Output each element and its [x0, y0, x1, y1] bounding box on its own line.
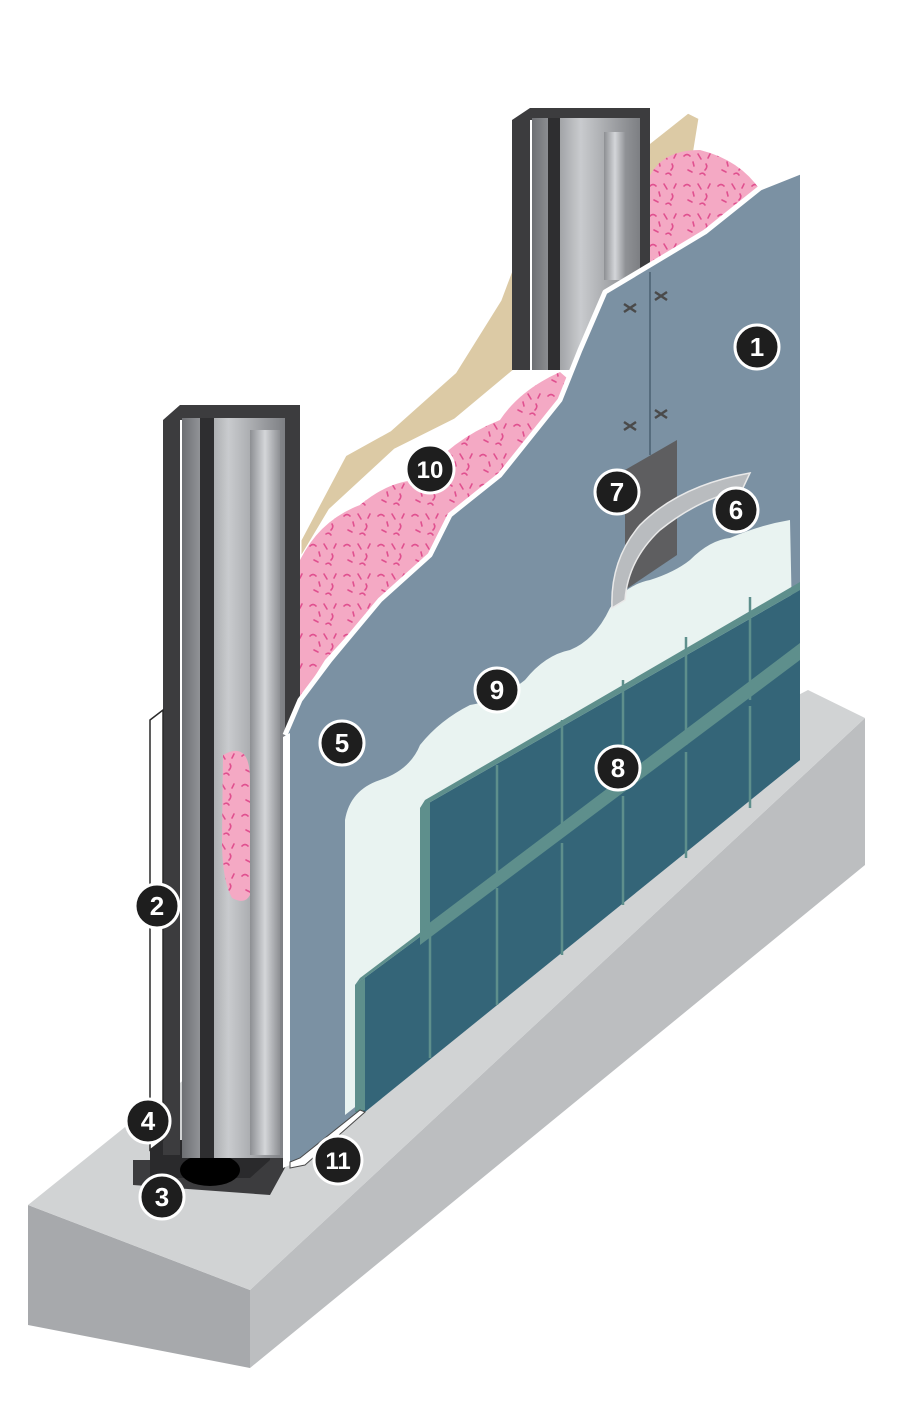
- callout-8: 8: [594, 744, 642, 792]
- callout-6-label: 6: [729, 495, 743, 525]
- callout-4: 4: [124, 1097, 172, 1145]
- callout-7: 7: [593, 468, 641, 516]
- steel-stud-front: [149, 405, 300, 1158]
- callout-9: 9: [473, 666, 521, 714]
- callout-11: 11: [312, 1134, 364, 1186]
- mesh-tape: [611, 472, 752, 610]
- callout-4-label: 4: [141, 1106, 156, 1136]
- callout-6: 6: [712, 486, 760, 534]
- callout-2-label: 2: [150, 891, 164, 921]
- callout-5-label: 5: [335, 728, 349, 758]
- callout-1: 1: [733, 323, 781, 371]
- pipe-hole: [180, 1154, 240, 1186]
- callout-8-label: 8: [611, 753, 625, 783]
- ceramic-tiles: [355, 582, 800, 1112]
- callout-11-label: 11: [325, 1148, 350, 1175]
- callout-10: 10: [404, 443, 456, 495]
- callout-10-label: 10: [417, 457, 444, 484]
- callout-2: 2: [133, 882, 181, 930]
- callout-9-label: 9: [490, 675, 504, 705]
- screw-marks: [623, 290, 668, 432]
- callout-5: 5: [318, 719, 366, 767]
- steel-stud-rear: [512, 108, 650, 370]
- callout-3: 3: [138, 1173, 186, 1221]
- callout-3-label: 3: [155, 1182, 169, 1212]
- callout-1-label: 1: [750, 332, 764, 362]
- callout-7-label: 7: [610, 477, 624, 507]
